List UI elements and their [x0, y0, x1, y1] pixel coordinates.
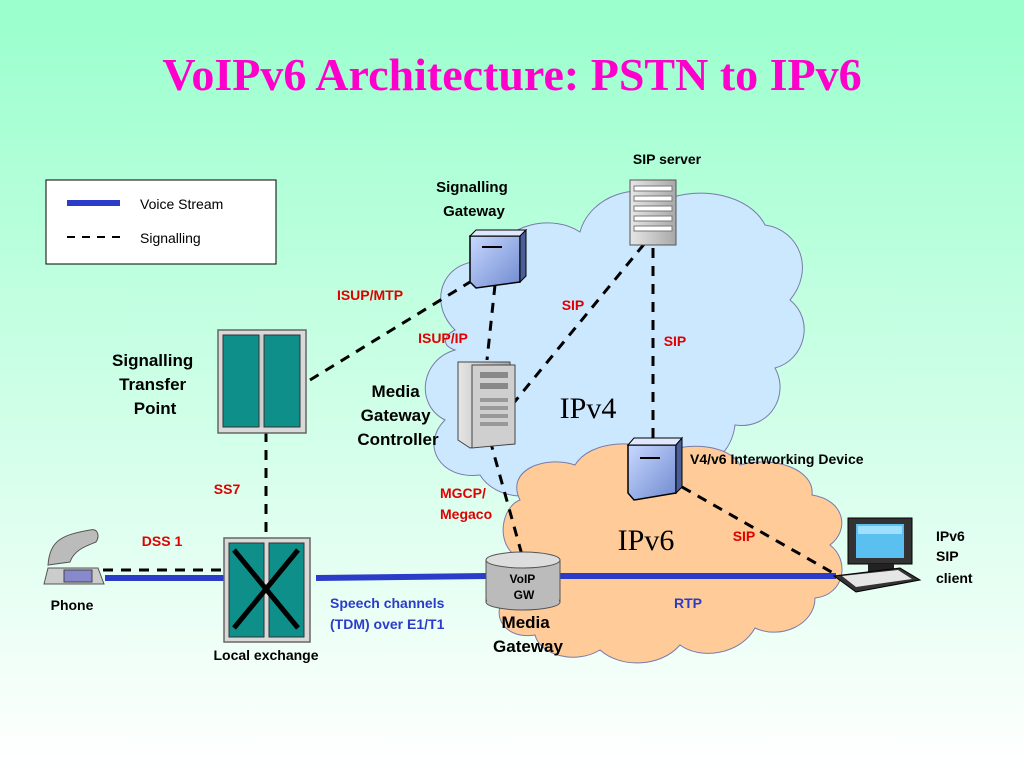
v4v6-device-label: V4/v6 Interworking Device [690, 451, 864, 467]
phone-label: Phone [51, 597, 94, 613]
signalling-lines [103, 242, 843, 580]
sip-label-client: SIP [733, 528, 756, 544]
local-exchange-device [223, 537, 311, 643]
voice-line-exchange-gw [315, 573, 489, 581]
signalling-transfer-point-label: Signalling Transfer Point [112, 351, 198, 418]
sip-label-server: SIP [664, 333, 687, 349]
dss1-label: DSS 1 [142, 533, 183, 549]
slide-title: VoIPv6 Architecture: PSTN to IPv6 [162, 49, 862, 100]
voip-gateway-device [485, 551, 561, 611]
media-gateway-controller-device [457, 361, 516, 449]
isup-ip-label: ISUP/IP [418, 330, 468, 346]
signalling-gateway-device [468, 228, 528, 289]
media-gateway-label: Media Gateway [493, 613, 563, 656]
ipv6-sip-client-label: IPv6 SIP client [936, 528, 973, 586]
sip-server-label: SIP server [633, 151, 702, 167]
ipv4-cloud-label: IPv4 [560, 392, 617, 425]
speech-channels-label: Speech channels (TDM) over E1/T1 [330, 595, 448, 632]
signalling-gateway-label: Signalling Gateway [436, 179, 512, 220]
ipv6-cloud-label: IPv6 [618, 524, 675, 557]
media-gateway-controller-label: Media Gateway Controller [357, 382, 439, 449]
signalling-transfer-point-device [217, 329, 307, 434]
mgcp-megaco-label: MGCP/ Megaco [440, 485, 492, 522]
isup-mtp-label: ISUP/MTP [337, 287, 403, 303]
legend-signalling-label: Signalling [140, 230, 201, 246]
local-exchange-label: Local exchange [213, 647, 318, 663]
signalling-isup-ip [485, 284, 497, 361]
sip-server [629, 179, 677, 246]
rtp-label: RTP [674, 595, 702, 611]
voice-stream-lines [105, 573, 836, 581]
v4v6-interworking-device [626, 436, 684, 501]
signalling-isup-mtp [309, 280, 471, 382]
ss7-label: SS7 [214, 481, 241, 497]
sip-label-mgc: SIP [562, 297, 585, 313]
legend-voice-label: Voice Stream [140, 196, 223, 212]
phone-device [43, 529, 105, 585]
voip-gw-label: VoIP GW [510, 572, 539, 602]
legend: Voice Stream Signalling [45, 179, 277, 265]
signalling-sip-client [681, 485, 843, 580]
signalling-mgcp [488, 439, 524, 556]
ipv6-sip-client-device [832, 517, 922, 593]
